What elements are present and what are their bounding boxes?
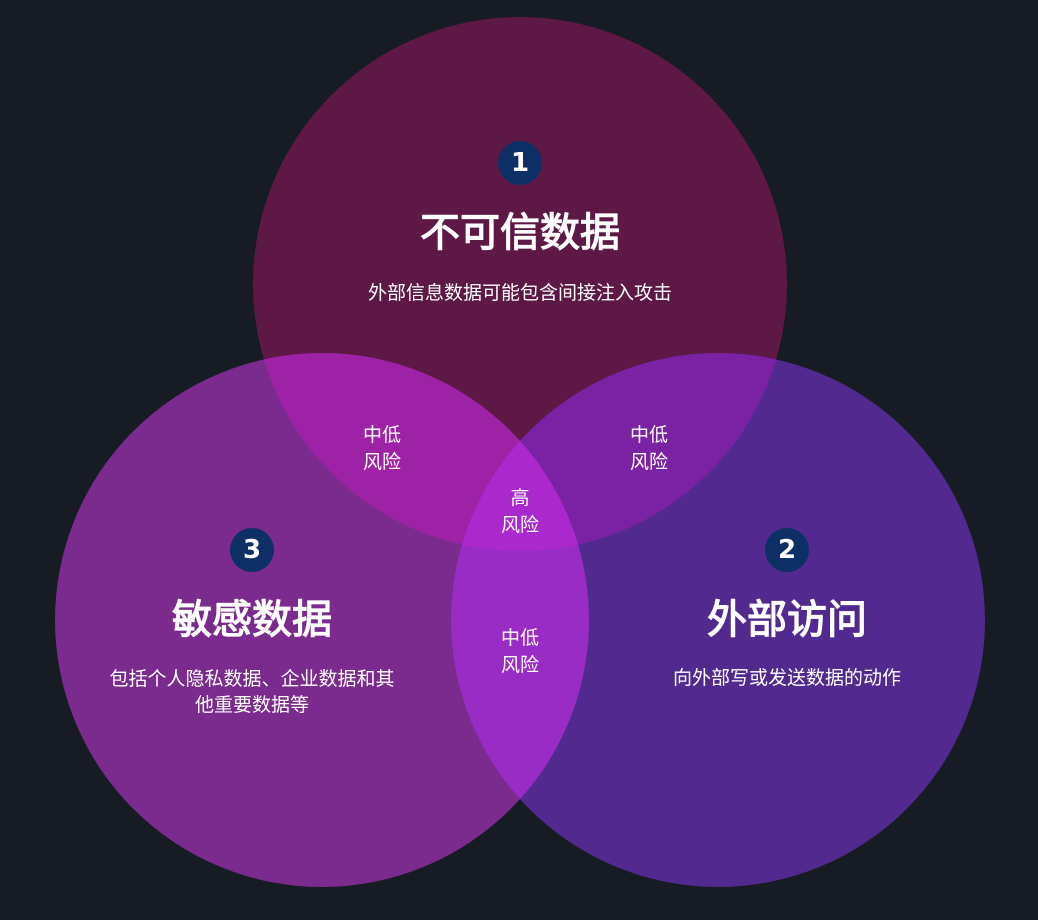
risk-word: 风险 bbox=[500, 514, 540, 536]
external-access-title: 外部访问 bbox=[707, 597, 867, 643]
overlap-untrusted-external bbox=[451, 353, 787, 551]
risk-word: 风险 bbox=[362, 451, 402, 473]
badge-1: 1 bbox=[498, 141, 542, 185]
risk-sensitive-external: 中低 风险 bbox=[501, 625, 539, 679]
risk-level: 中低 bbox=[500, 627, 540, 649]
desc-line: 他重要数据等 bbox=[194, 694, 310, 716]
risk-level: 高 bbox=[510, 487, 530, 509]
risk-all-three: 高 风险 bbox=[501, 485, 539, 539]
sensitive-data-title: 敏感数据 bbox=[172, 597, 332, 643]
risk-word: 风险 bbox=[500, 654, 540, 676]
overlap-untrusted-sensitive bbox=[253, 353, 589, 551]
sensitive-data-desc: 包括个人隐私数据、企业数据和其 他重要数据等 bbox=[109, 666, 394, 718]
untrusted-data-desc: 外部信息数据可能包含间接注入攻击 bbox=[367, 282, 673, 304]
risk-untrusted-external: 中低 风险 bbox=[630, 422, 668, 476]
desc-line: 包括个人隐私数据、企业数据和其 bbox=[109, 668, 395, 690]
external-access-desc: 向外部写或发送数据的动作 bbox=[672, 667, 902, 689]
risk-untrusted-sensitive: 中低 风险 bbox=[363, 422, 401, 476]
risk-word: 风险 bbox=[629, 451, 669, 473]
risk-level: 中低 bbox=[629, 424, 669, 446]
risk-level: 中低 bbox=[362, 424, 402, 446]
badge-3: 3 bbox=[230, 528, 274, 572]
untrusted-data-title: 不可信数据 bbox=[420, 210, 620, 256]
badge-2: 2 bbox=[765, 528, 809, 572]
